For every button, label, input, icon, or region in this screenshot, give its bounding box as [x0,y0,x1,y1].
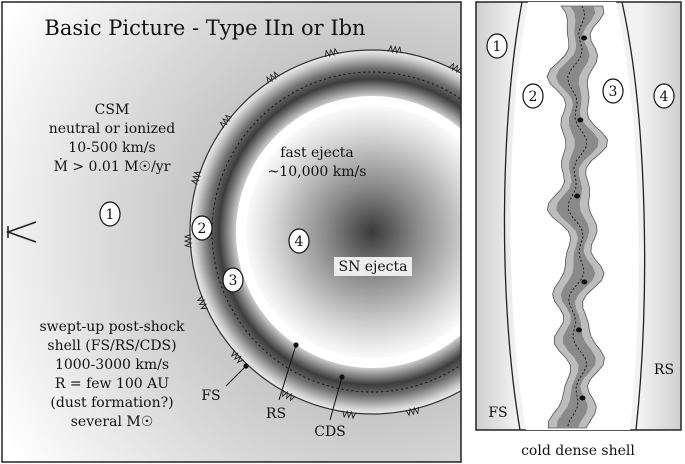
squiggle-mark [230,349,244,364]
fs-marker: FS [201,363,249,404]
left-panel-border [1,1,462,463]
squiggle-mark [196,295,208,310]
shell-line-6: several M☉ [71,414,154,430]
shell-line-4: R = few 100 AU [55,376,169,392]
cds-clump [577,117,584,123]
sn-ejecta-label-bg [334,257,412,276]
fast-ejecta-region [246,106,461,358]
fast-ejecta-line-1: fast ejecta [280,145,354,161]
squiggle-mark [266,71,280,84]
squiggle-mark [448,62,461,75]
squiggle-mark [219,114,232,129]
svg-text:4: 4 [295,234,304,250]
region-number-4: 4 [288,228,310,254]
csm-label-block: CSM neutral or ionized 10-500 km/s Ṁ > 0… [49,102,176,175]
cds-clump [574,193,581,199]
right-number-4: 4 [653,83,675,109]
right-number-1: 1 [486,33,508,59]
cds-label: CDS [314,424,346,440]
shell-label-block: swept-up post-shock shell (FS/RS/CDS) 10… [39,319,185,430]
rs-marker: RS [266,342,299,422]
shell-line-5: (dust formation?) [50,395,173,411]
cds-marker: CDS [314,374,346,440]
left-panel [2,2,478,462]
csm-line-4: Ṁ > 0.01 M☉/yr [54,157,171,175]
svg-text:1: 1 [106,207,115,223]
squiggle-mark [342,410,357,420]
squiggle-mark [465,381,478,392]
rs-label: RS [266,406,286,422]
right-cds-core-line [566,5,588,429]
right-rs-curve [621,1,646,431]
svg-text:1: 1 [493,39,502,55]
svg-text:3: 3 [609,84,618,100]
cds-clump [576,327,582,333]
cds-clump [579,395,586,401]
right-fs-curve [503,1,523,431]
squiggle-mark [281,389,296,402]
diagram-title: Basic Picture - Type IIn or Ibn [44,16,365,40]
csm-line-2: neutral or ionized [49,121,176,137]
svg-text:2: 2 [529,89,538,105]
right-number-2: 2 [522,83,544,109]
shell-squiggles [183,44,478,420]
right-panel-caption: cold dense shell [521,443,635,459]
squiggle-mark [190,171,202,186]
region-number-1: 1 [99,201,121,227]
region-number-2: 2 [191,215,213,241]
right-fs-label: FS [488,405,507,421]
squiggle-mark [387,44,402,54]
csm-line-3: 10-500 km/s [68,140,155,156]
svg-text:2: 2 [198,221,207,237]
fs-label: FS [201,388,220,404]
right-panel: 1 2 3 4 FS RS [475,1,682,431]
squiggle-mark [183,233,193,248]
svg-text:3: 3 [229,273,238,289]
csm-line-1: CSM [95,102,130,118]
right-rs-label: RS [654,362,674,378]
right-cds-mid-layer [556,6,599,428]
shell-line-1: swept-up post-shock [39,319,185,335]
sn-ejecta-label: SN ejecta [338,259,407,275]
fast-ejecta-line-2: ~10,000 km/s [268,164,367,180]
right-number-3: 3 [602,78,624,104]
region-number-3: 3 [222,267,244,293]
shell-line-2: shell (FS/RS/CDS) [47,338,176,354]
cold-dense-shell-line [211,71,461,393]
squiggle-mark [324,47,339,58]
cds-clump [581,279,588,285]
right-cds-clumps [574,35,588,401]
forward-shock-edge [189,49,461,415]
cds-clump [581,35,588,41]
shell-line-3: 1000-3000 km/s [55,357,169,373]
svg-text:4: 4 [660,89,669,105]
squiggle-mark [405,406,420,417]
